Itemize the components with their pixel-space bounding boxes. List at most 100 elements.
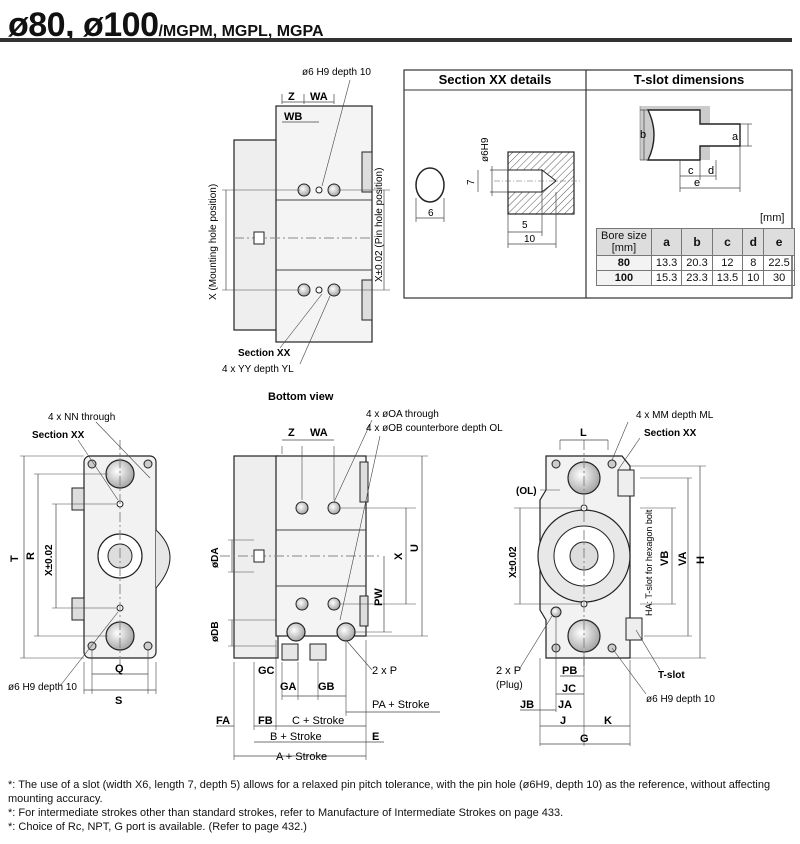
front-u-label: U xyxy=(409,544,421,552)
right-ol-label: (OL) xyxy=(516,486,537,497)
table-header-e: e xyxy=(763,228,795,256)
table-cell: 15.3 xyxy=(650,270,683,286)
table-header-c: c xyxy=(711,228,744,256)
front-da-label: øDA xyxy=(210,547,221,568)
table-row: 100 15.3 23.3 13.5 10 30 xyxy=(596,270,795,286)
page-header: ø80, ø100/MGPM, MGPL, MGPA xyxy=(8,6,324,46)
table-cell: 20.3 xyxy=(681,255,713,271)
table-cell: 22.5 xyxy=(763,255,795,271)
left-depth-label: ø6 H9 depth 10 xyxy=(8,682,77,693)
slot-shape xyxy=(415,167,445,203)
front-2p-label: 2 x P xyxy=(372,665,397,677)
front-c-label: C + Stroke xyxy=(292,715,344,727)
tslot-e: e xyxy=(694,177,700,189)
right-j-label: J xyxy=(560,715,566,727)
table-header-row: Bore size[mm] a b c d e xyxy=(596,228,795,256)
tslot-b: b xyxy=(640,129,646,141)
right-l-label: L xyxy=(580,427,587,439)
note-3: *: Choice of Rc, NPT, G port is availabl… xyxy=(8,821,307,833)
front-gb-label: GB xyxy=(318,681,335,693)
right-mm-label: 4 x MM depth ML xyxy=(636,410,714,421)
table-cell: 23.3 xyxy=(681,270,713,286)
bottom-depth-label: ø6 H9 depth 10 xyxy=(302,67,371,78)
right-plug-label: (Plug) xyxy=(496,680,523,691)
front-oa-label: 4 x øOA through xyxy=(366,409,439,420)
table-cell: 12 xyxy=(711,255,744,271)
bottom-x-mount-label: X (Mounting hole position) xyxy=(208,184,219,300)
right-2p-label: 2 x P xyxy=(496,665,521,677)
right-section-label: Section XX xyxy=(644,428,697,439)
bottom-view-caption: Bottom view xyxy=(268,391,334,403)
right-depth-label: ø6 H9 depth 10 xyxy=(646,694,715,705)
right-x-label: X±0.02 xyxy=(508,546,519,578)
bottom-z-label: Z xyxy=(288,91,295,103)
table-header-b: b xyxy=(681,228,713,256)
dim-6: 6 xyxy=(428,208,434,219)
table-cell-bore: 100 xyxy=(596,270,652,286)
note-1: *: The use of a slot (width X6, length 7… xyxy=(8,779,771,805)
front-fb-label: FB xyxy=(258,715,273,727)
right-tslot-label: T-slot xyxy=(658,670,685,681)
tslot-units: [mm] xyxy=(760,212,785,224)
left-nn-label: 4 x NN through xyxy=(48,412,115,423)
table-cell: 8 xyxy=(742,255,765,271)
dim-7: 7 xyxy=(466,179,477,185)
left-x-label: X±0.02 xyxy=(44,544,55,576)
table-cell: 13.5 xyxy=(711,270,744,286)
left-s-label: S xyxy=(115,695,122,707)
dim-6h9: ø6H9 xyxy=(480,137,491,162)
dim-10: 10 xyxy=(524,234,536,245)
right-jc-label: JC xyxy=(562,683,576,695)
front-fa-label: FA xyxy=(216,715,230,727)
bottom-wa-label: WA xyxy=(310,91,328,103)
left-r-label: R xyxy=(25,552,37,560)
right-h-label: H xyxy=(695,556,707,564)
table-header-a: a xyxy=(650,228,683,256)
tslot-table: Bore size[mm] a b c d e 80 13.3 20.3 12 … xyxy=(596,228,795,286)
tslot-d: d xyxy=(708,165,714,177)
left-q-label: Q xyxy=(115,663,124,675)
table-cell: 13.3 xyxy=(650,255,683,271)
right-view-drawing xyxy=(514,421,706,746)
front-b-label: B + Stroke xyxy=(270,731,322,743)
right-ja-label: JA xyxy=(558,699,572,711)
right-ha-label: HA: T-slot for hexagon bolt xyxy=(644,509,654,616)
note-2: *: For intermediate strokes other than s… xyxy=(8,807,564,819)
bottom-section-label: Section XX xyxy=(238,348,291,359)
table-row: 80 13.3 20.3 12 8 22.5 xyxy=(596,255,795,271)
right-jb-label: JB xyxy=(520,699,534,711)
table-cell-bore: 80 xyxy=(596,255,652,271)
front-x-label: X xyxy=(393,552,405,560)
header-rule xyxy=(0,38,792,42)
right-g-label: G xyxy=(580,733,589,745)
tslot-diagram: b a c d e xyxy=(639,106,752,192)
front-db-label: øDB xyxy=(210,621,221,642)
right-k-label: K xyxy=(604,715,612,727)
dim-5: 5 xyxy=(522,220,528,231)
right-va-label: VA xyxy=(677,551,689,566)
bottom-view-drawing xyxy=(222,79,390,365)
front-e-label: E xyxy=(372,731,379,743)
right-pb-label: PB xyxy=(562,665,577,677)
bottom-yy-label: 4 x YY depth YL xyxy=(222,364,294,375)
left-t-label: T xyxy=(9,555,21,562)
left-section-label: Section XX xyxy=(32,430,85,441)
notes-section: *: The use of a slot (width X6, length 7… xyxy=(8,778,798,834)
table-header-d: d xyxy=(742,228,765,256)
table-cell: 10 xyxy=(742,270,765,286)
page-title: ø80, ø100 xyxy=(8,6,159,44)
left-view-drawing xyxy=(20,421,171,694)
front-wa-label: WA xyxy=(310,427,328,439)
section-xx-box: Section XX details T-slot dimensions 6 ø… xyxy=(403,69,793,299)
page-subtitle: /MGPM, MGPL, MGPA xyxy=(158,23,324,40)
table-header-bore: Bore size[mm] xyxy=(596,228,652,256)
bottom-x-pin-label: X±0.02 (Pin hole position) xyxy=(374,168,385,282)
tslot-a: a xyxy=(732,131,739,143)
bottom-wb-label: WB xyxy=(284,111,302,123)
front-ga-label: GA xyxy=(280,681,297,693)
front-gc-label: GC xyxy=(258,665,275,677)
tslot-c: c xyxy=(688,165,694,177)
section-xx-title: Section XX details xyxy=(439,72,552,87)
right-vb-label: VB xyxy=(659,551,671,566)
